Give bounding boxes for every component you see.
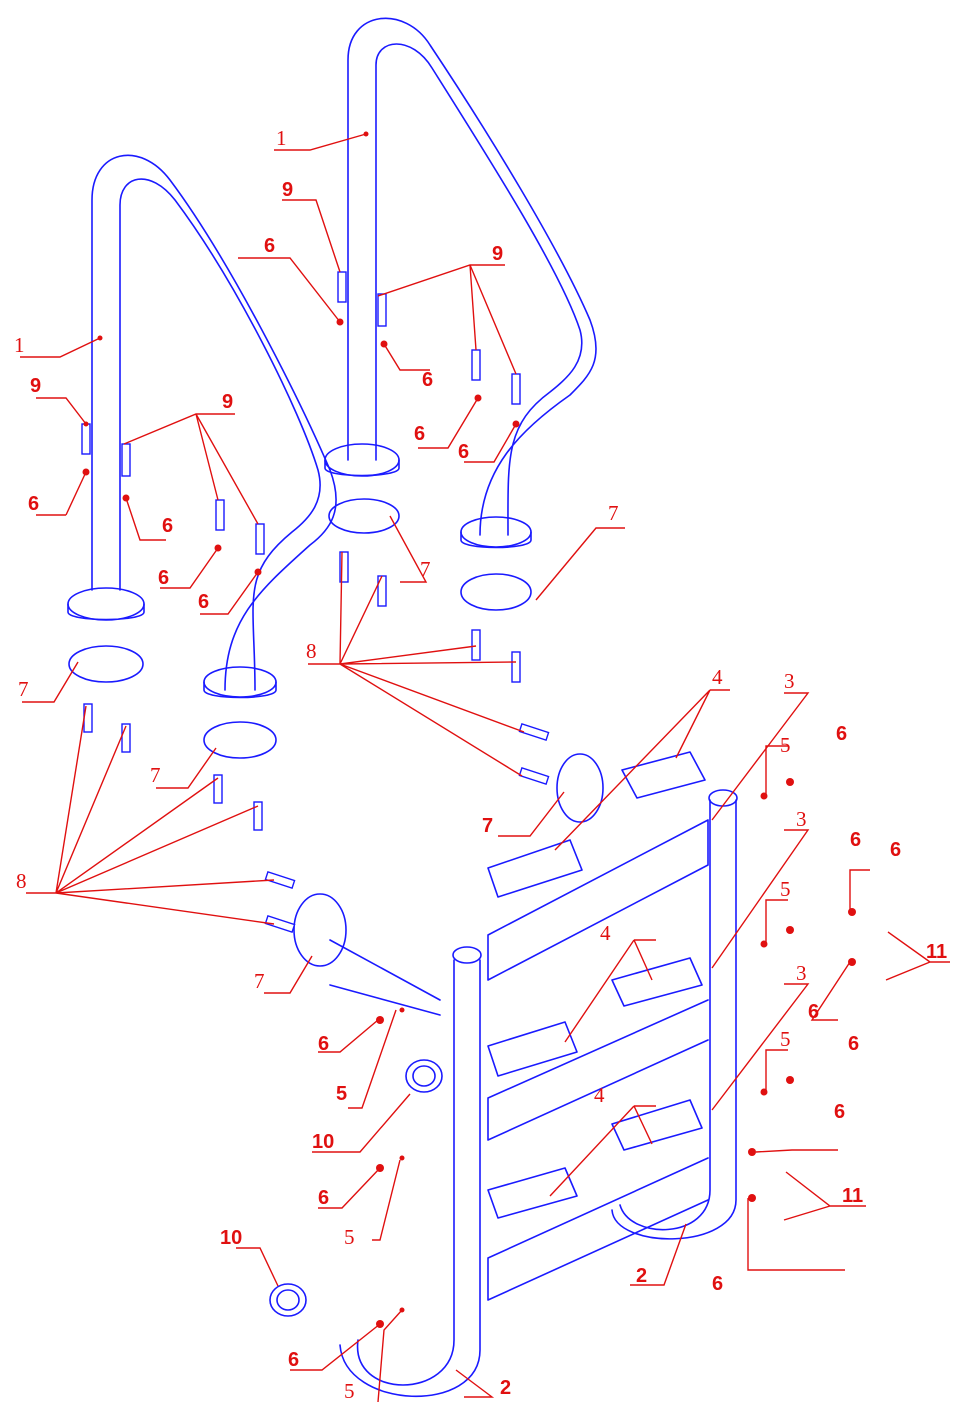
tread-pads — [487, 751, 706, 1219]
label-6-a: 6 — [264, 235, 275, 257]
label-7-d: 7 — [150, 763, 161, 787]
label-5-f: 5 — [344, 1379, 355, 1402]
label-10-b: 10 — [220, 1227, 242, 1249]
part-labels: 1 1 9 9 9 9 6 6 6 6 6 6 6 6 6 6 6 6 6 6 … — [14, 126, 947, 1402]
label-6-p: 6 — [318, 1033, 329, 1055]
label-10-a: 10 — [312, 1131, 334, 1153]
label-9-b: 9 — [492, 243, 503, 265]
label-5-b: 5 — [780, 877, 791, 901]
label-8-b: 8 — [16, 869, 27, 893]
label-6-j: 6 — [850, 829, 861, 851]
label-6-r: 6 — [288, 1349, 299, 1371]
label-6-o: 6 — [712, 1273, 723, 1295]
label-9-c: 9 — [30, 375, 41, 397]
label-7-b: 7 — [608, 501, 619, 525]
fastener-dots — [82, 131, 856, 1328]
label-6-d: 6 — [458, 441, 469, 463]
label-6-n: 6 — [834, 1101, 845, 1123]
label-2-b: 2 — [500, 1377, 511, 1399]
label-4-a: 4 — [712, 665, 723, 689]
label-6-h: 6 — [198, 591, 209, 613]
label-2-a: 2 — [636, 1265, 647, 1287]
label-9-a: 9 — [282, 179, 293, 201]
label-7-f: 7 — [254, 969, 265, 993]
label-5-a: 5 — [780, 733, 791, 757]
label-4-c: 4 — [594, 1083, 605, 1107]
label-1-right: 1 — [276, 126, 287, 150]
label-6-k: 6 — [890, 839, 901, 861]
label-8-a: 8 — [306, 639, 317, 663]
label-11-a: 11 — [926, 941, 947, 963]
ladder-body — [329, 789, 738, 1398]
label-6-m: 6 — [848, 1033, 859, 1055]
sleeves — [269, 1059, 443, 1317]
leader-lines — [20, 133, 950, 1402]
label-9-d: 9 — [222, 391, 233, 413]
label-11-b: 11 — [842, 1185, 863, 1207]
label-7-c: 7 — [18, 677, 29, 701]
label-3-b: 3 — [796, 807, 807, 831]
label-6-c: 6 — [414, 423, 425, 445]
label-4-b: 4 — [600, 921, 611, 945]
label-5-d: 5 — [336, 1083, 347, 1105]
left-handrail — [67, 154, 337, 699]
label-6-q: 6 — [318, 1187, 329, 1209]
label-3-a: 3 — [784, 669, 795, 693]
label-5-c: 5 — [780, 1027, 791, 1051]
gasket-plates — [68, 498, 604, 967]
label-7-e: 7 — [482, 815, 493, 837]
label-6-b: 6 — [422, 369, 433, 391]
label-6-i: 6 — [836, 723, 847, 745]
label-6-l: 6 — [808, 1001, 819, 1023]
label-5-e: 5 — [344, 1225, 355, 1249]
label-6-e: 6 — [28, 493, 39, 515]
right-handrail — [324, 17, 597, 549]
label-6-g: 6 — [158, 567, 169, 589]
label-1-left: 1 — [14, 333, 25, 357]
label-6-f: 6 — [162, 515, 173, 537]
bolts — [81, 271, 550, 934]
label-3-c: 3 — [796, 961, 807, 985]
label-7-a: 7 — [420, 557, 431, 581]
